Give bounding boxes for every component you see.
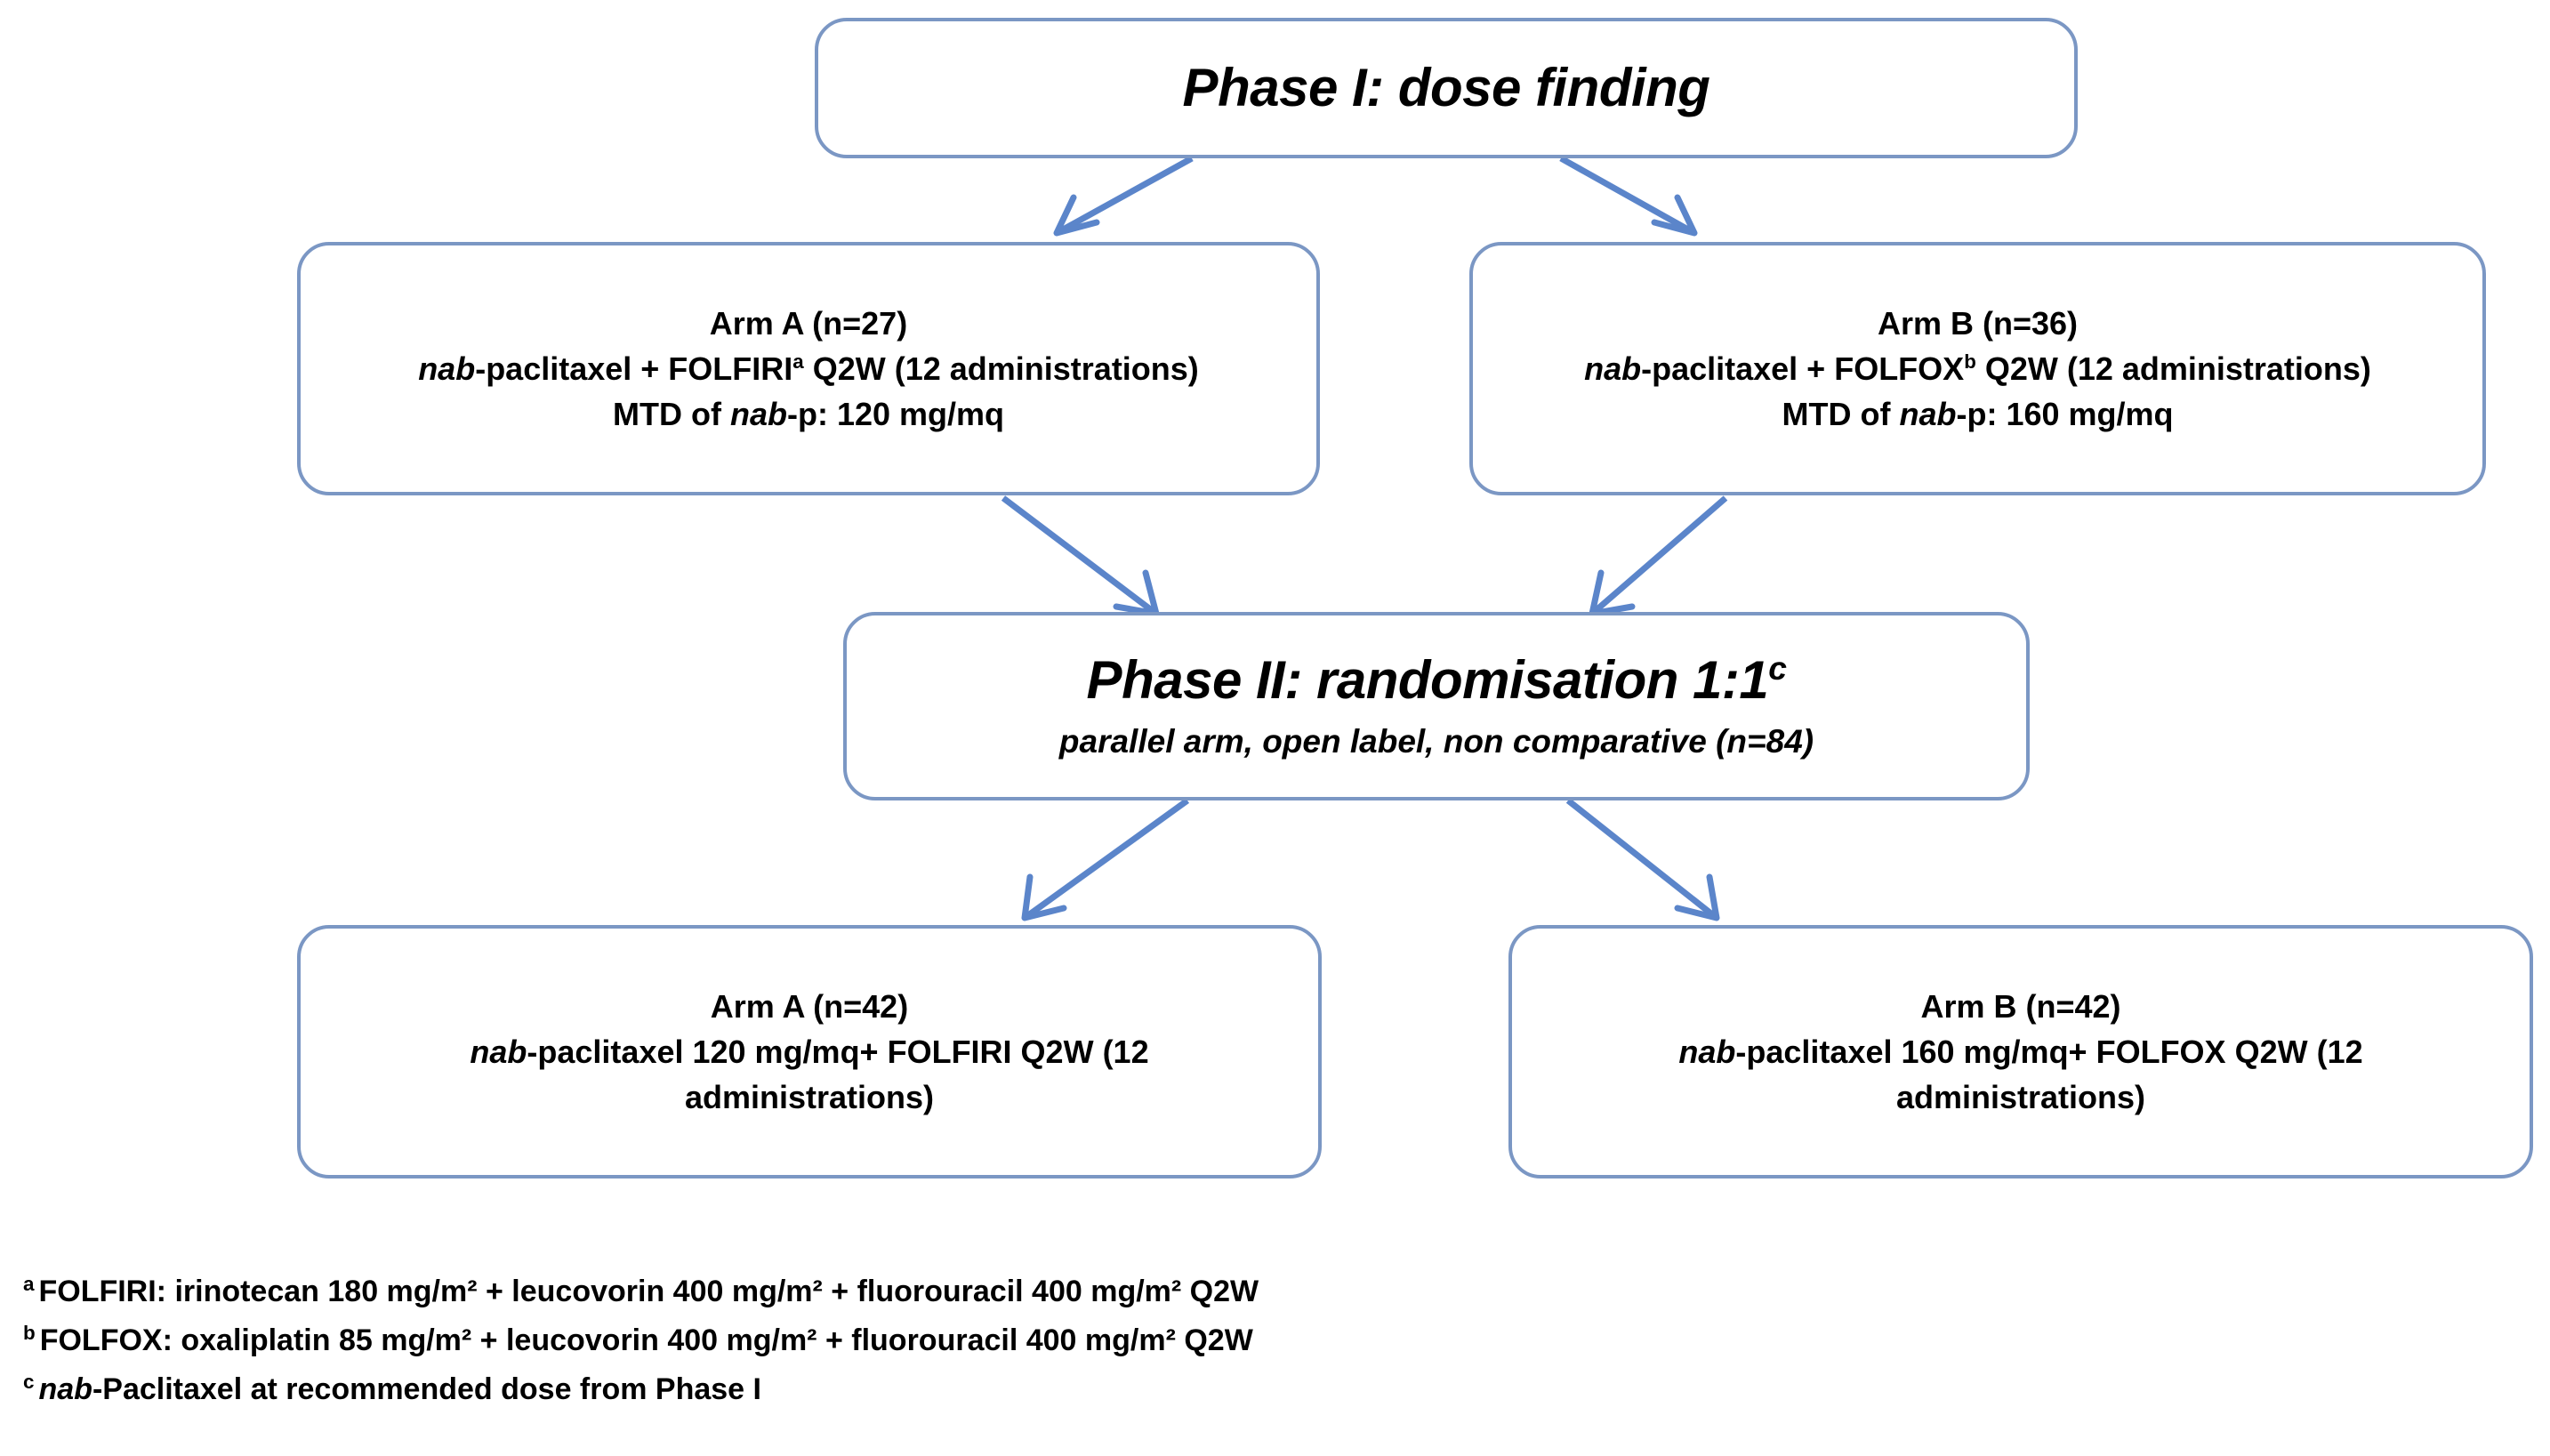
- phase1-arm-b-line3-post: -p: 160 mg/mq: [1956, 396, 2174, 433]
- node-phase1-arm-b[interactable]: Arm B (n=36) nab-paclitaxel + FOLFOXb Q2…: [1469, 242, 2486, 495]
- footnote-c-mark: c: [23, 1370, 35, 1393]
- phase1-arm-b-line2-tail: Q2W (12 administrations): [1975, 350, 2371, 387]
- nab-italic: nab: [38, 1372, 93, 1407]
- arrow-arm-b-to-phase2: [1589, 495, 1728, 617]
- phase1-arm-a-line3-post: -p: 120 mg/mq: [786, 396, 1005, 433]
- phase2-arm-b-line1: Arm B (n=42): [1920, 987, 2121, 1025]
- footnote-ref-a: a: [792, 350, 804, 373]
- footnote-c-text: -Paclitaxel at recommended dose from Pha…: [92, 1372, 761, 1407]
- arrow-arm-a-to-phase2: [1001, 495, 1160, 617]
- phase-1-title: Phase I: dose finding: [1182, 58, 1710, 117]
- footnote-b-mark: b: [23, 1321, 36, 1344]
- footnote-b-text: FOLFOX: oxaliplatin 85 mg/m² + leucovori…: [39, 1323, 1253, 1358]
- arrow-phase1-to-arm-b: [1559, 155, 1698, 237]
- footnote-ref-c: c: [1768, 648, 1787, 687]
- node-phase1-arm-a[interactable]: Arm A (n=27) nab-paclitaxel + FOLFIRIa Q…: [297, 242, 1320, 495]
- phase1-arm-b-line3: MTD of nab-p: 160 mg/mq: [1782, 391, 2173, 437]
- node-phase2-arm-b[interactable]: Arm B (n=42) nab-paclitaxel 160 mg/mq+ F…: [1508, 925, 2533, 1178]
- phase1-arm-a-line2-tail: Q2W (12 administrations): [803, 350, 1199, 387]
- phase1-arm-a-line2: nab-paclitaxel + FOLFIRIa Q2W (12 admini…: [418, 346, 1199, 391]
- node-phase-2[interactable]: Phase II: randomisation 1:1c parallel ar…: [843, 612, 2030, 800]
- phase2-arm-b-line2: nab-paclitaxel 160 mg/mq+ FOLFOX Q2W (12…: [1578, 1029, 2464, 1120]
- phase1-arm-a-line3: MTD of nab-p: 120 mg/mq: [613, 391, 1004, 437]
- footnote-a-mark: a: [23, 1272, 35, 1295]
- nab-italic: nab: [1899, 396, 1957, 433]
- node-phase-1[interactable]: Phase I: dose finding: [815, 18, 2078, 158]
- phase1-arm-b-line2-post: -paclitaxel + FOLFOX: [1641, 350, 1965, 387]
- phase1-arm-a-line2-post: -paclitaxel + FOLFIRI: [475, 350, 793, 387]
- nab-italic: nab: [729, 396, 787, 433]
- phase2-arm-a-line1: Arm A (n=42): [710, 987, 909, 1025]
- node-phase2-arm-a[interactable]: Arm A (n=42) nab-paclitaxel 120 mg/mq+ F…: [297, 925, 1322, 1178]
- phase1-arm-b-line2: nab-paclitaxel + FOLFOXb Q2W (12 adminis…: [1584, 346, 2371, 391]
- nab-italic: nab: [418, 350, 476, 387]
- phase2-arm-a-line2: nab-paclitaxel 120 mg/mq+ FOLFIRI Q2W (1…: [366, 1029, 1252, 1120]
- phase2-arm-b-line2-post: -paclitaxel 160 mg/mq+ FOLFOX Q2W (12 ad…: [1735, 1033, 2363, 1116]
- arrow-phase2-to-arm-b: [1565, 798, 1720, 921]
- phase-2-title: Phase II: randomisation 1:1c: [1086, 648, 1787, 710]
- footnote-a-text: FOLFIRI: irinotecan 180 mg/m² + leucovor…: [38, 1275, 1259, 1308]
- phase1-arm-a-line3-pre: MTD of: [612, 396, 730, 433]
- phase1-arm-b-line3-pre: MTD of: [1782, 396, 1900, 433]
- phase2-arm-a-line2-post: -paclitaxel 120 mg/mq+ FOLFIRI Q2W (12 a…: [527, 1033, 1149, 1116]
- footnote-ref-b: b: [1964, 350, 1976, 373]
- arrow-phase1-to-arm-a: [1053, 155, 1194, 237]
- arrow-phase2-to-arm-a: [1021, 798, 1190, 921]
- nab-italic: nab: [470, 1033, 527, 1070]
- phase-2-title-text: Phase II: randomisation 1:1: [1086, 649, 1769, 710]
- nab-italic: nab: [1678, 1033, 1736, 1070]
- phase1-arm-b-line1: Arm B (n=36): [1877, 304, 2079, 342]
- nab-italic: nab: [1584, 350, 1642, 387]
- phase-2-subtitle: parallel arm, open label, non comparativ…: [1058, 722, 1814, 760]
- phase1-arm-a-line1: Arm A (n=27): [709, 304, 908, 342]
